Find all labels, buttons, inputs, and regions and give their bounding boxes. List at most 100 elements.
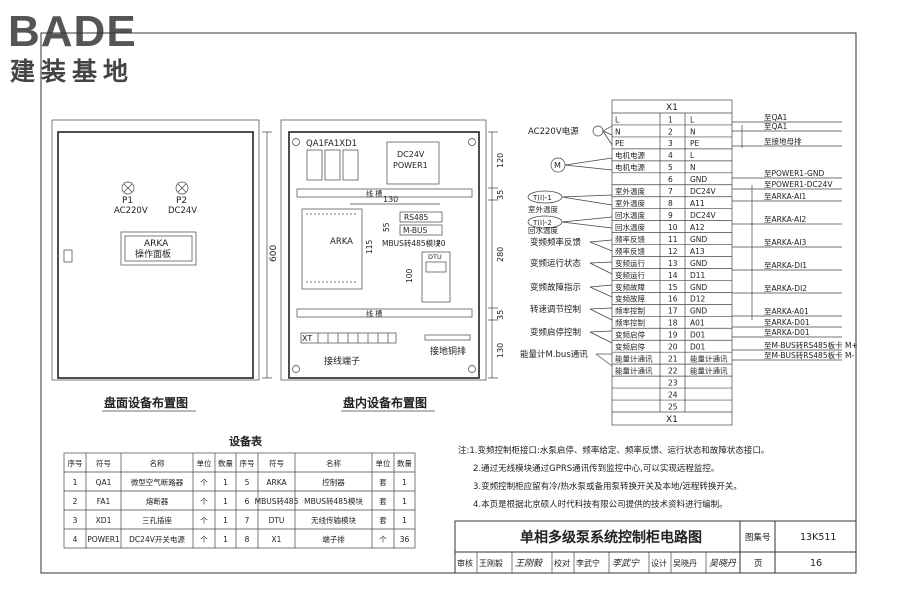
right-dim-130: 130 xyxy=(496,343,505,358)
right-destination-label: 至ARKA-DI1 xyxy=(764,261,807,270)
terminal-row-number: 14 xyxy=(668,271,678,280)
role-review: 审核 xyxy=(457,558,473,568)
role-design: 设计 xyxy=(651,558,667,568)
title-block: 单相多级泵系统控制柜电路图 图集号 13K511 页 16 审核 王刚毅 王刚毅… xyxy=(454,520,857,574)
terminal-row-right-label: D11 xyxy=(690,271,706,280)
speed-control-label: 转速调节控制 xyxy=(530,304,581,315)
right-dim-280: 280 xyxy=(496,247,505,262)
right-destination-label: 至ARKA-DI2 xyxy=(764,284,807,293)
role-check: 校对 xyxy=(554,558,570,568)
right-destination-label: 至POWER1-GND xyxy=(764,169,824,178)
terminal-row-number: 25 xyxy=(668,402,678,411)
table-cell: 1 xyxy=(402,516,407,525)
table-cell: 三孔插座 xyxy=(142,515,172,525)
terminal-row-number: 20 xyxy=(668,343,678,352)
rs485-port xyxy=(399,211,443,223)
table-cell: 套 xyxy=(379,477,387,487)
terminal-row-right-label: DC24V xyxy=(690,211,717,220)
mbus-port xyxy=(399,224,443,236)
fault-indicator-label: 变频故障指示 xyxy=(530,282,581,293)
terminal-row-left-label: N xyxy=(615,127,621,136)
terminal-row-right-label: GND xyxy=(690,283,707,292)
note-2: 2.通过无线模块通过GPRS通讯传到监控中心,可以实现远程监控。 xyxy=(473,463,719,474)
table-cell: 个 xyxy=(200,535,208,544)
terminal-row-right-label: D01 xyxy=(690,331,706,340)
drawing-title: 单相多级泵系统控制柜电路图 xyxy=(520,529,702,546)
sensor-t2-label: T(I)-2 xyxy=(532,219,552,227)
panel-inside-view: QA1FA1XD1 DC24V POWER1 线 槽 130 ARKA 115 … xyxy=(280,119,505,412)
table-cell: 单位 xyxy=(197,458,212,468)
table-cell: 5 xyxy=(245,478,250,487)
table-cell: 名称 xyxy=(326,458,341,468)
right-destination-label: 至M-BUS转RS485板卡 M+ xyxy=(764,340,858,350)
table-cell: MBUS转485模块 xyxy=(304,496,363,506)
table-cell: 单位 xyxy=(376,458,391,468)
table-cell: 无线传输模块 xyxy=(311,515,356,525)
ground-copper-bar xyxy=(424,334,471,341)
table-cell: 1 xyxy=(402,478,407,487)
right-destination-label: 至ARKA-AI3 xyxy=(764,238,806,247)
terminal-row-number: 7 xyxy=(668,187,673,196)
name-design: 吴晓丹 xyxy=(673,558,697,568)
terminal-left-wiring: AC220V电源 M T(I)-1 室外温度 T(I)-2 回水温度 变频频率反… xyxy=(520,125,613,367)
table-cell: 符号 xyxy=(269,458,284,468)
mbus-label: M-BUS xyxy=(403,226,428,235)
notes: 注:1.变频控制柜接口:水泵启停、频率给定、频率反馈、运行状态和故障状态接口。 … xyxy=(458,445,769,510)
terminal-header: X1 xyxy=(666,103,678,113)
table-cell: 个 xyxy=(200,516,208,525)
table-cell: 4 xyxy=(73,535,78,544)
note-4: 4.本页是根据北京硕人时代科技有限公司提供的技术资料进行编制。 xyxy=(473,499,728,510)
lamp-p2-icon xyxy=(175,181,189,195)
right-destination-label: 至ARKA-AI2 xyxy=(764,215,806,224)
table-cell: 8 xyxy=(245,535,250,544)
terminal-row-number: 17 xyxy=(668,307,678,316)
table-cell: 套 xyxy=(379,496,387,506)
dc24v-power-box xyxy=(386,141,440,185)
terminal-row-left-label: 变频故障 xyxy=(615,282,645,292)
door-hinge-icon xyxy=(63,249,73,263)
table-cell: 1 xyxy=(223,478,228,487)
table-cell: 名称 xyxy=(150,458,165,468)
terminal-row-left-label: 室外温度 xyxy=(615,198,645,208)
terminal-row-left-label: 频率控制 xyxy=(615,306,645,316)
logo-brand: BADE xyxy=(8,7,137,56)
dim-130: 130 xyxy=(383,195,398,204)
table-cell: 3 xyxy=(73,516,78,525)
note-1: 注:1.变频控制柜接口:水泵启停、频率给定、频率反馈、运行状态和故障状态接口。 xyxy=(458,445,769,456)
table-cell: 6 xyxy=(245,497,250,506)
terminal-row-number: 13 xyxy=(668,259,678,268)
return-temp-label: 回水温度 xyxy=(528,225,558,235)
table-cell: 套 xyxy=(379,515,387,525)
table-cell: 端子排 xyxy=(322,534,345,544)
dtu-label: DTU xyxy=(428,253,442,261)
terminal-right-destinations: 至QA1至QA1至接地母排至POWER1-GND至POWER1-DC24V至AR… xyxy=(732,113,858,361)
right-destination-label: 至ARKA-A01 xyxy=(764,307,809,316)
terminal-row-number: 22 xyxy=(668,366,678,375)
name-review: 王刚毅 xyxy=(479,558,503,568)
table-cell: 1 xyxy=(73,478,78,487)
atlas-number: 13K511 xyxy=(800,532,836,543)
terminal-row-right-label: 能量计通讯 xyxy=(690,365,728,375)
table-cell: 1 xyxy=(402,497,407,506)
table-cell: 7 xyxy=(245,516,250,525)
sign-check: 李武宁 xyxy=(612,558,640,569)
terminal-row-number: 3 xyxy=(668,139,673,148)
table-cell: 序号 xyxy=(240,458,255,468)
ground-bar-label: 接地铜排 xyxy=(430,345,466,357)
lamp-p2-label: DC24V xyxy=(168,206,197,216)
atlas-label: 图集号 xyxy=(745,532,771,543)
dtu-module xyxy=(421,251,451,303)
terminal-row-number: 19 xyxy=(668,331,678,340)
table-cell: 符号 xyxy=(96,458,111,468)
front-caption: 盘面设备布置图 xyxy=(104,395,188,410)
panel-front-view: 600 P1 AC220V P2 DC24V ARKA 操作面板 盘面设备布置图 xyxy=(51,119,279,412)
inside-caption: 盘内设备布置图 xyxy=(343,395,427,410)
left-label-ac220v: AC220V电源 xyxy=(528,126,579,137)
table-cell: 个 xyxy=(200,478,208,487)
table-cell: 序号 xyxy=(68,458,83,468)
terminal-row-left-label: 电机电源 xyxy=(615,162,645,172)
right-destination-label: 至POWER1-DC24V xyxy=(764,180,833,189)
dim-100: 100 xyxy=(405,268,414,283)
terminal-row-number: 24 xyxy=(668,390,678,399)
table-cell: 微型空气断路器 xyxy=(131,477,184,487)
